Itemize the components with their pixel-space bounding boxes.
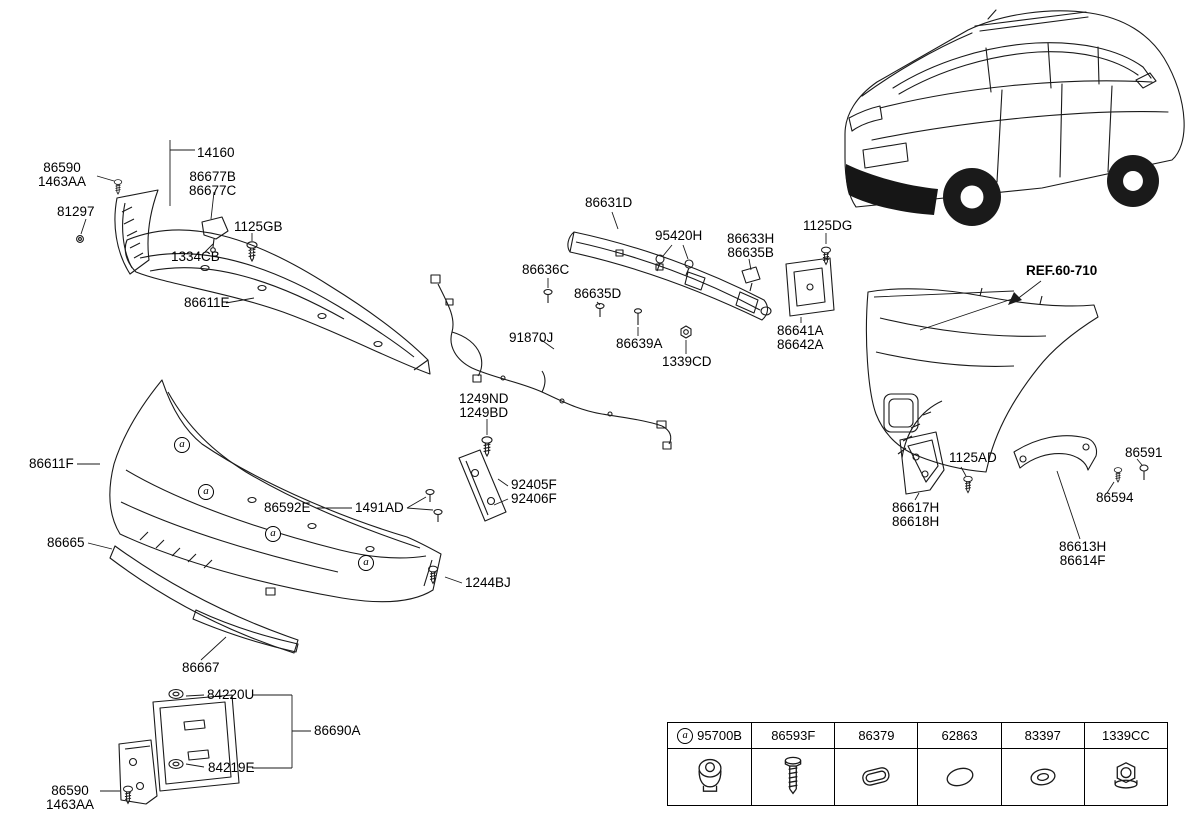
oval-retainer-icon	[1030, 768, 1056, 786]
table-cell-62863	[917, 749, 1000, 805]
callout-marker-3: a	[265, 526, 281, 542]
table-header-86379: 86379	[834, 723, 918, 749]
parts-table: a 95700B 86593F 86379 62863 83397 1339CC	[667, 722, 1168, 806]
oval-grommet-icon	[946, 767, 974, 787]
wiring-harness-91870J	[430, 274, 672, 450]
part-label-86611E: 86611E	[184, 295, 230, 310]
sensor-bracket-92405F	[425, 449, 507, 522]
parking-sensor-icon	[698, 758, 722, 792]
quarter-panel-ref60710	[865, 287, 1149, 495]
part-label-91870J: 91870J	[509, 330, 554, 345]
part-label-86667: 86667	[182, 660, 220, 675]
part-label-86613H: 86613H 86614F	[1059, 539, 1107, 568]
table-header-1339CC: 1339CC	[1083, 723, 1167, 749]
upper-bumper-86611E	[114, 189, 431, 375]
fasteners	[113, 179, 1123, 804]
part-label-1125DG: 1125DG	[803, 218, 853, 233]
part-label-86592E: 86592E	[264, 500, 311, 515]
corner-fittings	[76, 216, 229, 253]
part-label-81297: 81297	[57, 204, 95, 219]
table-cell-86593F	[751, 749, 834, 805]
part-label-86665: 86665	[47, 535, 85, 550]
table-cell-86379	[834, 749, 917, 805]
part-label-86635D: 86635D	[574, 286, 622, 301]
flange-nut-icon	[1114, 762, 1138, 789]
callout-marker-2: a	[198, 484, 214, 500]
part-label-86590-top: 86590 1463AA	[38, 160, 87, 189]
part-label-1339CD: 1339CD	[662, 354, 712, 369]
rear-beam-86631D	[543, 231, 835, 339]
part-label-86590-bottom: 86590 1463AA	[46, 783, 95, 812]
table-header-95700B: a 95700B	[668, 723, 752, 749]
part-label-86639A: 86639A	[616, 336, 663, 351]
bumper-pad-icon	[862, 767, 890, 786]
parts-table-icon-row	[668, 749, 1167, 805]
part-label-86633H: 86633H 86635B	[727, 231, 775, 260]
part-label-86594: 86594	[1096, 490, 1134, 505]
table-cell-1339CC	[1083, 749, 1167, 805]
part-label-1125AD: 1125AD	[949, 450, 997, 465]
ref-label-60-710: REF.60-710	[1026, 263, 1098, 278]
parts-table-header-row: a 95700B 86593F 86379 62863 83397 1339CC	[668, 723, 1167, 749]
part-label-84220U: 84220U	[207, 687, 255, 702]
table-header-62863: 62863	[917, 723, 1001, 749]
callout-a-badge: a	[677, 727, 694, 744]
screw-bolt-icon	[784, 756, 802, 795]
part-label-86611F: 86611F	[29, 456, 74, 471]
table-header-83397: 83397	[1000, 723, 1084, 749]
table-cell-83397	[1000, 749, 1084, 805]
callout-marker-1: a	[174, 437, 190, 453]
part-label-1491AD: 1491AD	[355, 500, 404, 515]
part-label-1244BJ: 1244BJ	[465, 575, 511, 590]
part-label-1334CB: 1334CB	[171, 249, 220, 264]
table-cell-95700B	[668, 749, 751, 805]
ref-arrowhead	[1008, 292, 1022, 305]
part-label-86617H: 86617H 86618H	[892, 500, 940, 529]
leader-lines	[77, 140, 1143, 792]
part-label-86636C: 86636C	[522, 262, 570, 277]
part-label-1249: 1249ND 1249BD	[459, 391, 509, 420]
callout-marker-4: a	[358, 555, 374, 571]
table-part-number-95700B: 95700B	[697, 728, 742, 743]
table-header-86593F: 86593F	[751, 723, 835, 749]
part-label-86641A: 86641A 86642A	[777, 323, 824, 352]
part-label-92405F: 92405F 92406F	[511, 477, 557, 506]
bottom-bracket-assembly	[118, 694, 240, 805]
part-label-86690A: 86690A	[314, 723, 361, 738]
lower-trim-strips	[109, 545, 299, 654]
part-label-1125GB: 1125GB	[234, 219, 283, 234]
part-label-95420H: 95420H	[655, 228, 703, 243]
part-label-86677: 86677B 86677C	[189, 169, 237, 198]
part-label-86631D: 86631D	[585, 195, 633, 210]
part-label-84219E: 84219E	[208, 760, 255, 775]
lower-bumper-86611F	[109, 379, 442, 603]
car-illustration	[844, 9, 1185, 226]
part-label-14160: 14160	[197, 145, 235, 160]
part-label-86591: 86591	[1125, 445, 1163, 460]
